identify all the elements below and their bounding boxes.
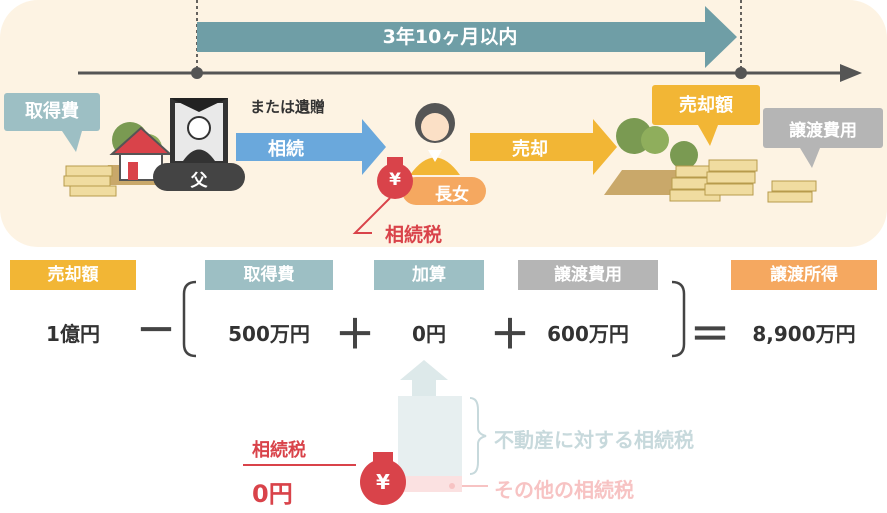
sale-price-callout (652, 85, 760, 125)
real-estate-brace (469, 397, 487, 475)
formula-value-addition: 0円 (412, 322, 446, 346)
start-dot (191, 67, 203, 79)
other-tax-label: その他の相続税 (494, 478, 634, 502)
daughter-icon (410, 103, 460, 175)
daughter-tag-bg (402, 177, 486, 205)
real-estate-tax-bar (398, 396, 462, 476)
formula-header-transfer-cost: 譲渡費用 (518, 260, 658, 290)
transfer-cost-callout (763, 108, 883, 148)
father-tag: 父 (190, 171, 208, 191)
money-stack-small-icon (767, 180, 817, 203)
formula-header-transfer-income: 譲渡所得 (731, 260, 877, 290)
real-estate-tax-label: 不動産に対する相続税 (494, 428, 694, 452)
transfer-cost-label: 譲渡費用 (789, 121, 857, 141)
yen-symbol-top: ¥ (389, 170, 401, 190)
money-stack-right-icon (669, 159, 758, 202)
inheritance-arrow (236, 119, 386, 175)
end-dot (735, 67, 747, 79)
inheritance-tax-label-bottom: 相続税 (252, 440, 306, 461)
or-bequest-label: または遺贈 (250, 98, 326, 116)
formula-value-sale-price: 1億円 (46, 322, 100, 346)
money-stack-left-icon (63, 165, 117, 197)
inheritance-arrow-label: 相続 (268, 139, 304, 160)
plus-sign-2: ＋ (490, 312, 530, 358)
sale-arrow (470, 119, 617, 175)
inheritance-tax-value: 0円 (252, 480, 293, 508)
formula-header-sale-price: 売却額 (10, 260, 136, 290)
other-tax-bar (398, 476, 462, 492)
faint-up-arrow (400, 360, 448, 390)
father-tag-bg (153, 163, 245, 191)
acquisition-cost-label: 取得費 (25, 101, 79, 122)
equals-sign: ＝ (690, 312, 730, 358)
left-bracket (182, 280, 197, 358)
acquisition-callout (4, 93, 100, 131)
tax-pointer-line (352, 197, 391, 234)
formula-header-acquisition: 取得費 (205, 260, 333, 290)
period-label: 3年10ヶ月以内 (382, 26, 518, 48)
house-icon (94, 122, 175, 185)
right-bracket (671, 280, 686, 358)
formula-value-acquisition: 500万円 (228, 322, 310, 346)
minus-sign: － (136, 308, 176, 354)
daughter-tag: 長女 (435, 185, 469, 205)
period-arrow (197, 6, 737, 68)
sale-price-label: 売却額 (679, 95, 733, 116)
formula-header-addition: 加算 (374, 260, 484, 290)
money-bag-icon (377, 157, 413, 199)
plus-sign-1: ＋ (335, 312, 375, 358)
yen-symbol-bottom: ¥ (376, 470, 390, 494)
father-portrait-icon (170, 98, 228, 166)
sale-arrow-label: 売却 (512, 139, 548, 160)
timeline-arrowhead (840, 64, 862, 82)
inheritance-tax-label-top: 相続税 (385, 224, 443, 246)
money-bag-bottom-icon (360, 452, 406, 505)
formula-value-transfer-cost: 600万円 (547, 322, 629, 346)
formula-value-transfer-income: 8,900万円 (752, 322, 856, 346)
